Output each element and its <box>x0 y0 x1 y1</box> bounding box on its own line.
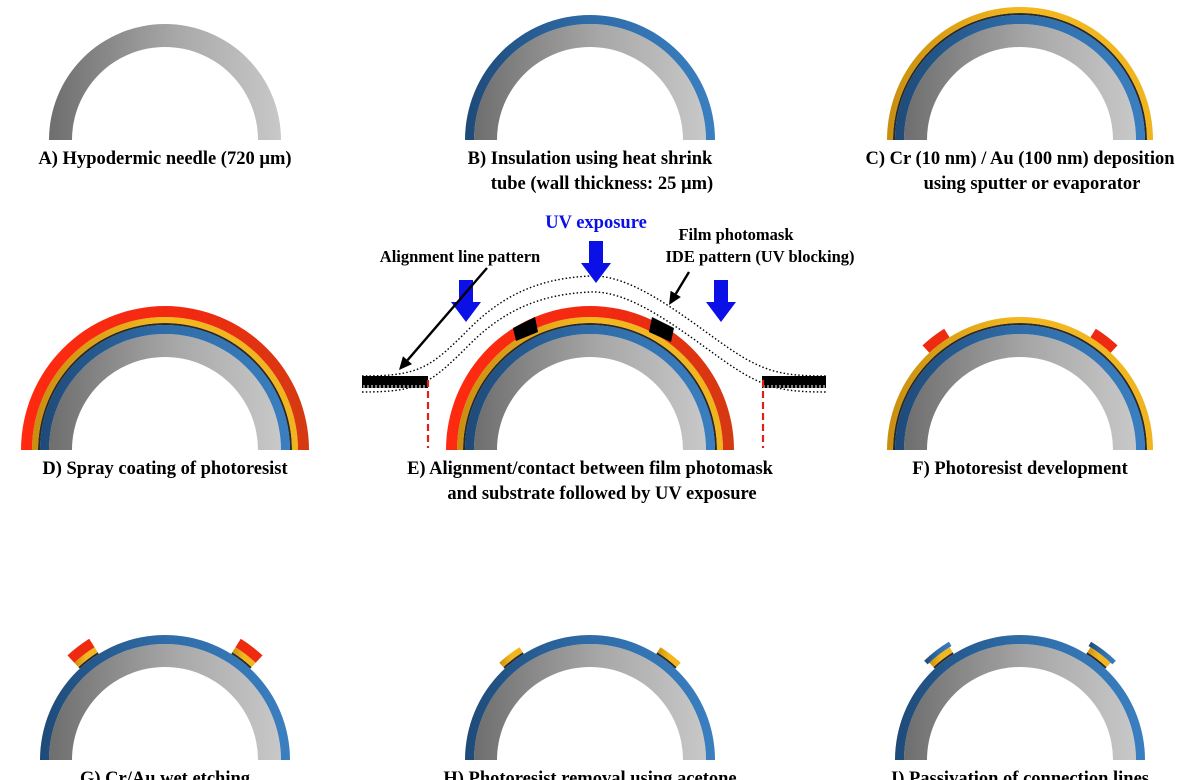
caption-b-line2: tube (wall thickness: 25 µm) <box>491 174 713 194</box>
caption-e-line2: and substrate followed by UV exposure <box>447 484 756 504</box>
chromium-pad-left <box>933 652 954 669</box>
gold-pad-right <box>1087 647 1111 668</box>
caption-h-line1: H) Photoresist removal using acetone <box>443 769 736 780</box>
needle-shape <box>474 24 706 140</box>
caption-g-line1: G) Cr/Au wet etching <box>80 769 251 780</box>
needle-shape <box>904 644 1136 760</box>
ide-pattern-label: IDE pattern (UV blocking) <box>665 247 854 266</box>
panel-a <box>49 24 281 140</box>
uv-arrow-center-icon <box>581 241 611 283</box>
chromium-pad-left <box>503 652 524 669</box>
photoresist-pad-right <box>235 638 263 663</box>
chromium-pad-right <box>231 652 252 669</box>
panel-d <box>21 306 309 450</box>
panel-f <box>887 317 1153 450</box>
film-photomask-label: Film photomask <box>678 225 794 244</box>
alignment-mask-right <box>762 376 826 388</box>
panel-h <box>465 635 715 760</box>
needle-shape <box>474 334 706 450</box>
panel-i <box>895 635 1145 760</box>
panel-b <box>465 15 715 140</box>
gold-pad-left <box>74 647 98 668</box>
alignment-mask-left <box>362 376 428 388</box>
pointer-ide-pattern-icon <box>669 271 691 305</box>
gold-pad-right <box>657 647 681 668</box>
needle-shape <box>474 644 706 760</box>
panel-captions: A) Hypodermic needle (720 µm) B) Insulati… <box>38 149 1175 780</box>
needle-shape <box>904 334 1136 450</box>
needle-shape <box>49 644 281 760</box>
chromium-pad-right <box>1086 652 1107 669</box>
gold-pad-left <box>499 647 523 668</box>
needle-shape <box>49 24 281 140</box>
photoresist-pad-right <box>1090 328 1118 353</box>
pointer-alignment-line-icon <box>399 267 488 370</box>
caption-i-line1: I) Passivation of connection lines <box>891 769 1149 780</box>
caption-d-line1: D) Spray coating of photoresist <box>42 459 288 479</box>
panel-e <box>446 306 734 450</box>
caption-e-line1: E) Alignment/contact between film photom… <box>407 459 774 479</box>
photoresist-pad-left <box>922 328 950 353</box>
alignment-line-label: Alignment line pattern <box>380 247 540 266</box>
needle-shape <box>49 334 281 450</box>
uv-arrow-right-icon <box>706 280 736 322</box>
film-photomask-outline-bottom <box>361 291 827 393</box>
photoresist-pad-left <box>67 638 95 663</box>
panel-g <box>40 635 290 760</box>
uv-exposure-label: UV exposure <box>545 213 647 233</box>
passivation-pad-left <box>924 641 952 665</box>
gold-pad-left <box>929 647 953 668</box>
chromium-pad-right <box>656 652 677 669</box>
uv-arrow-left-icon <box>451 280 481 322</box>
caption-b-line1: B) Insulation using heat shrink <box>468 149 713 169</box>
caption-a-line1: A) Hypodermic needle (720 µm) <box>38 149 291 169</box>
caption-f-line1: F) Photoresist development <box>912 459 1128 479</box>
film-photomask-outline-top <box>361 275 827 377</box>
cross-section-layers <box>21 7 1153 760</box>
ide-mask-pad-left <box>513 317 538 341</box>
caption-c-line2: using sputter or evaporator <box>924 174 1141 194</box>
gold-pad-right <box>232 647 256 668</box>
panel-c <box>887 7 1153 140</box>
caption-c-line1: C) Cr (10 nm) / Au (100 nm) deposition <box>865 149 1175 169</box>
passivation-pad-right <box>1088 641 1116 665</box>
needle-shape <box>904 24 1136 140</box>
chromium-pad-left <box>78 652 99 669</box>
ide-mask-pad-right <box>649 317 674 342</box>
